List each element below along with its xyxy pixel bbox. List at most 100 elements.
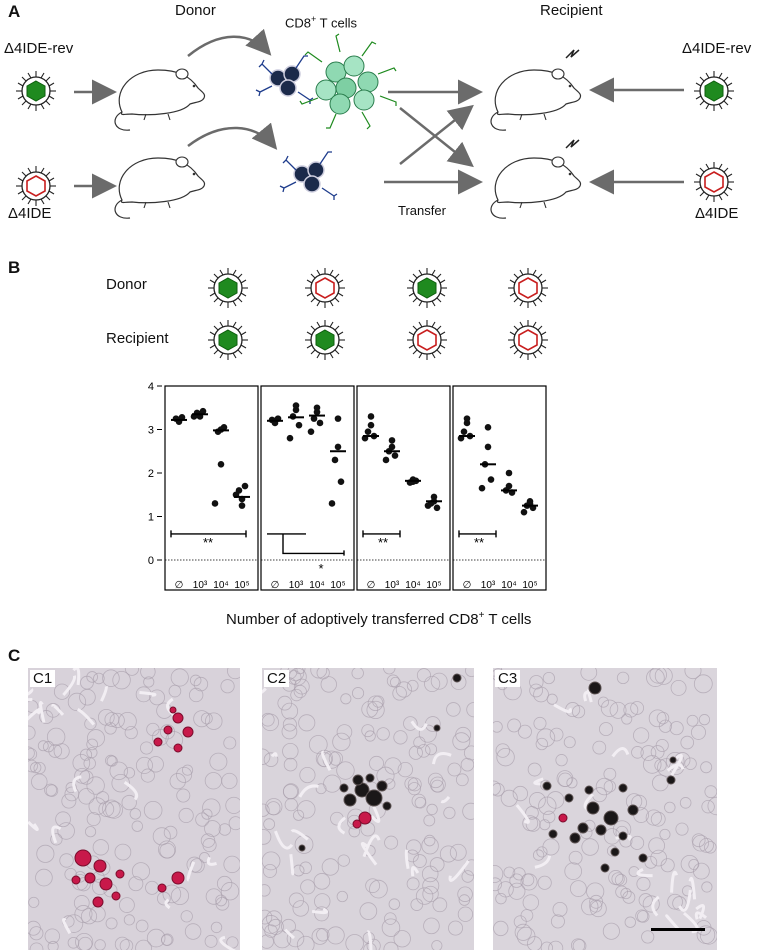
cd8-cell	[600, 863, 610, 873]
cd8-cell	[610, 847, 620, 857]
tissue-nucleus	[633, 727, 650, 744]
chart-panel-3	[356, 385, 451, 591]
tissue-nucleus	[522, 815, 539, 832]
tissue-sinusoid	[670, 870, 679, 893]
tissue-nucleus	[431, 779, 444, 793]
tissue-nucleus	[336, 724, 353, 740]
tissue-nucleus	[649, 668, 667, 684]
tissue-nucleus	[439, 845, 457, 863]
tissue-nucleus	[210, 921, 223, 934]
data-point	[367, 413, 375, 420]
tissue-nucleus	[266, 910, 283, 927]
chart-panel-2	[260, 385, 355, 591]
tissue-nucleus	[44, 928, 60, 944]
tissue-nucleus	[526, 936, 543, 950]
tissue-nucleus	[664, 801, 676, 814]
tissue-nucleus	[631, 746, 644, 759]
transfer-label: Transfer	[398, 203, 446, 218]
tissue-nucleus	[297, 800, 316, 819]
data-point	[433, 504, 441, 512]
data-point	[214, 428, 222, 435]
tissue-nucleus	[296, 935, 315, 950]
tissue-nucleus	[111, 773, 130, 793]
tissue-nucleus	[336, 890, 348, 903]
infected-cell	[173, 743, 183, 753]
tissue-nucleus	[37, 740, 49, 752]
tissue-nucleus	[367, 695, 384, 712]
tissue-nucleus	[580, 668, 598, 681]
tissue-nucleus	[48, 744, 63, 758]
tissue-sinusoid	[311, 907, 329, 915]
tissue-nucleus	[262, 863, 277, 878]
tissue-nucleus	[630, 835, 645, 850]
cd8-cell	[577, 822, 589, 834]
panel-a-letter: A	[8, 2, 21, 21]
data-point	[382, 456, 390, 464]
tissue-nucleus	[262, 909, 273, 925]
data-point	[331, 456, 339, 464]
tissue-nucleus	[345, 934, 364, 950]
tissue-nucleus	[262, 712, 275, 727]
tissue-nucleus	[525, 806, 539, 820]
tissue-nucleus	[94, 939, 106, 950]
tissue-nucleus	[86, 729, 105, 748]
tissue-nucleus	[282, 717, 297, 732]
tissue-nucleus	[493, 920, 509, 937]
cd8-cell	[365, 789, 383, 807]
tissue-nucleus	[321, 858, 340, 876]
tissue-nucleus	[589, 894, 604, 909]
cd8-cells-label: CD8+ T cells	[285, 14, 357, 31]
tissue-sinusoid	[586, 688, 593, 703]
tissue-nucleus	[572, 939, 587, 950]
tissue-nucleus	[512, 785, 528, 802]
tissue-nucleus	[315, 783, 327, 795]
infected-cell	[93, 859, 107, 873]
tissue-sinusoid	[688, 876, 697, 900]
tissue-nucleus	[79, 688, 96, 706]
infected-cell	[182, 726, 194, 738]
tissue-nucleus	[688, 858, 700, 870]
tissue-nucleus	[393, 930, 411, 948]
cd8-cell	[588, 681, 602, 695]
cd8-cell	[382, 801, 392, 811]
tissue-nucleus	[364, 730, 376, 742]
tissue-nucleus	[669, 721, 684, 736]
micrograph-c2: C2	[262, 668, 474, 950]
tissue-nucleus	[55, 811, 71, 828]
tissue-nucleus	[263, 818, 276, 831]
tissue-nucleus	[548, 940, 564, 950]
tissue-nucleus	[372, 695, 385, 708]
tissue-nucleus	[215, 896, 230, 911]
tissue-nucleus	[424, 675, 441, 692]
tissue-nucleus	[223, 855, 240, 874]
tissue-sinusoid	[611, 747, 630, 758]
x-tick-label: 10⁴	[501, 580, 516, 591]
virus-rev-label-right: Δ4IDE-rev	[682, 40, 752, 57]
tissue-sinusoid	[682, 912, 699, 934]
tissue-nucleus	[512, 867, 526, 881]
tissue-nucleus	[351, 668, 364, 680]
infected-cell	[71, 875, 81, 885]
tissue-nucleus	[369, 755, 384, 771]
tissue-nucleus	[684, 757, 697, 770]
tissue-nucleus	[31, 773, 48, 791]
tissue-nucleus	[118, 711, 137, 731]
tissue-nucleus	[686, 714, 699, 727]
tissue-nucleus	[542, 838, 560, 856]
tissue-nucleus	[517, 724, 532, 739]
tissue-nucleus	[699, 837, 714, 853]
tissue-nucleus	[651, 774, 669, 792]
donor-virus-3-icon	[406, 267, 448, 309]
tissue-nucleus	[263, 752, 279, 767]
tissue-nucleus	[65, 782, 77, 794]
data-point	[337, 478, 345, 485]
tissue-nucleus	[86, 671, 98, 683]
tissue-nucleus	[300, 879, 316, 895]
tissue-nucleus	[366, 938, 381, 950]
x-tick-label: 10³	[481, 580, 496, 591]
tissue-nucleus	[602, 922, 620, 940]
tissue-nucleus	[389, 676, 401, 688]
tissue-sinusoid	[100, 685, 108, 702]
tissue-nucleus	[292, 900, 309, 917]
infected-cell	[172, 712, 184, 724]
